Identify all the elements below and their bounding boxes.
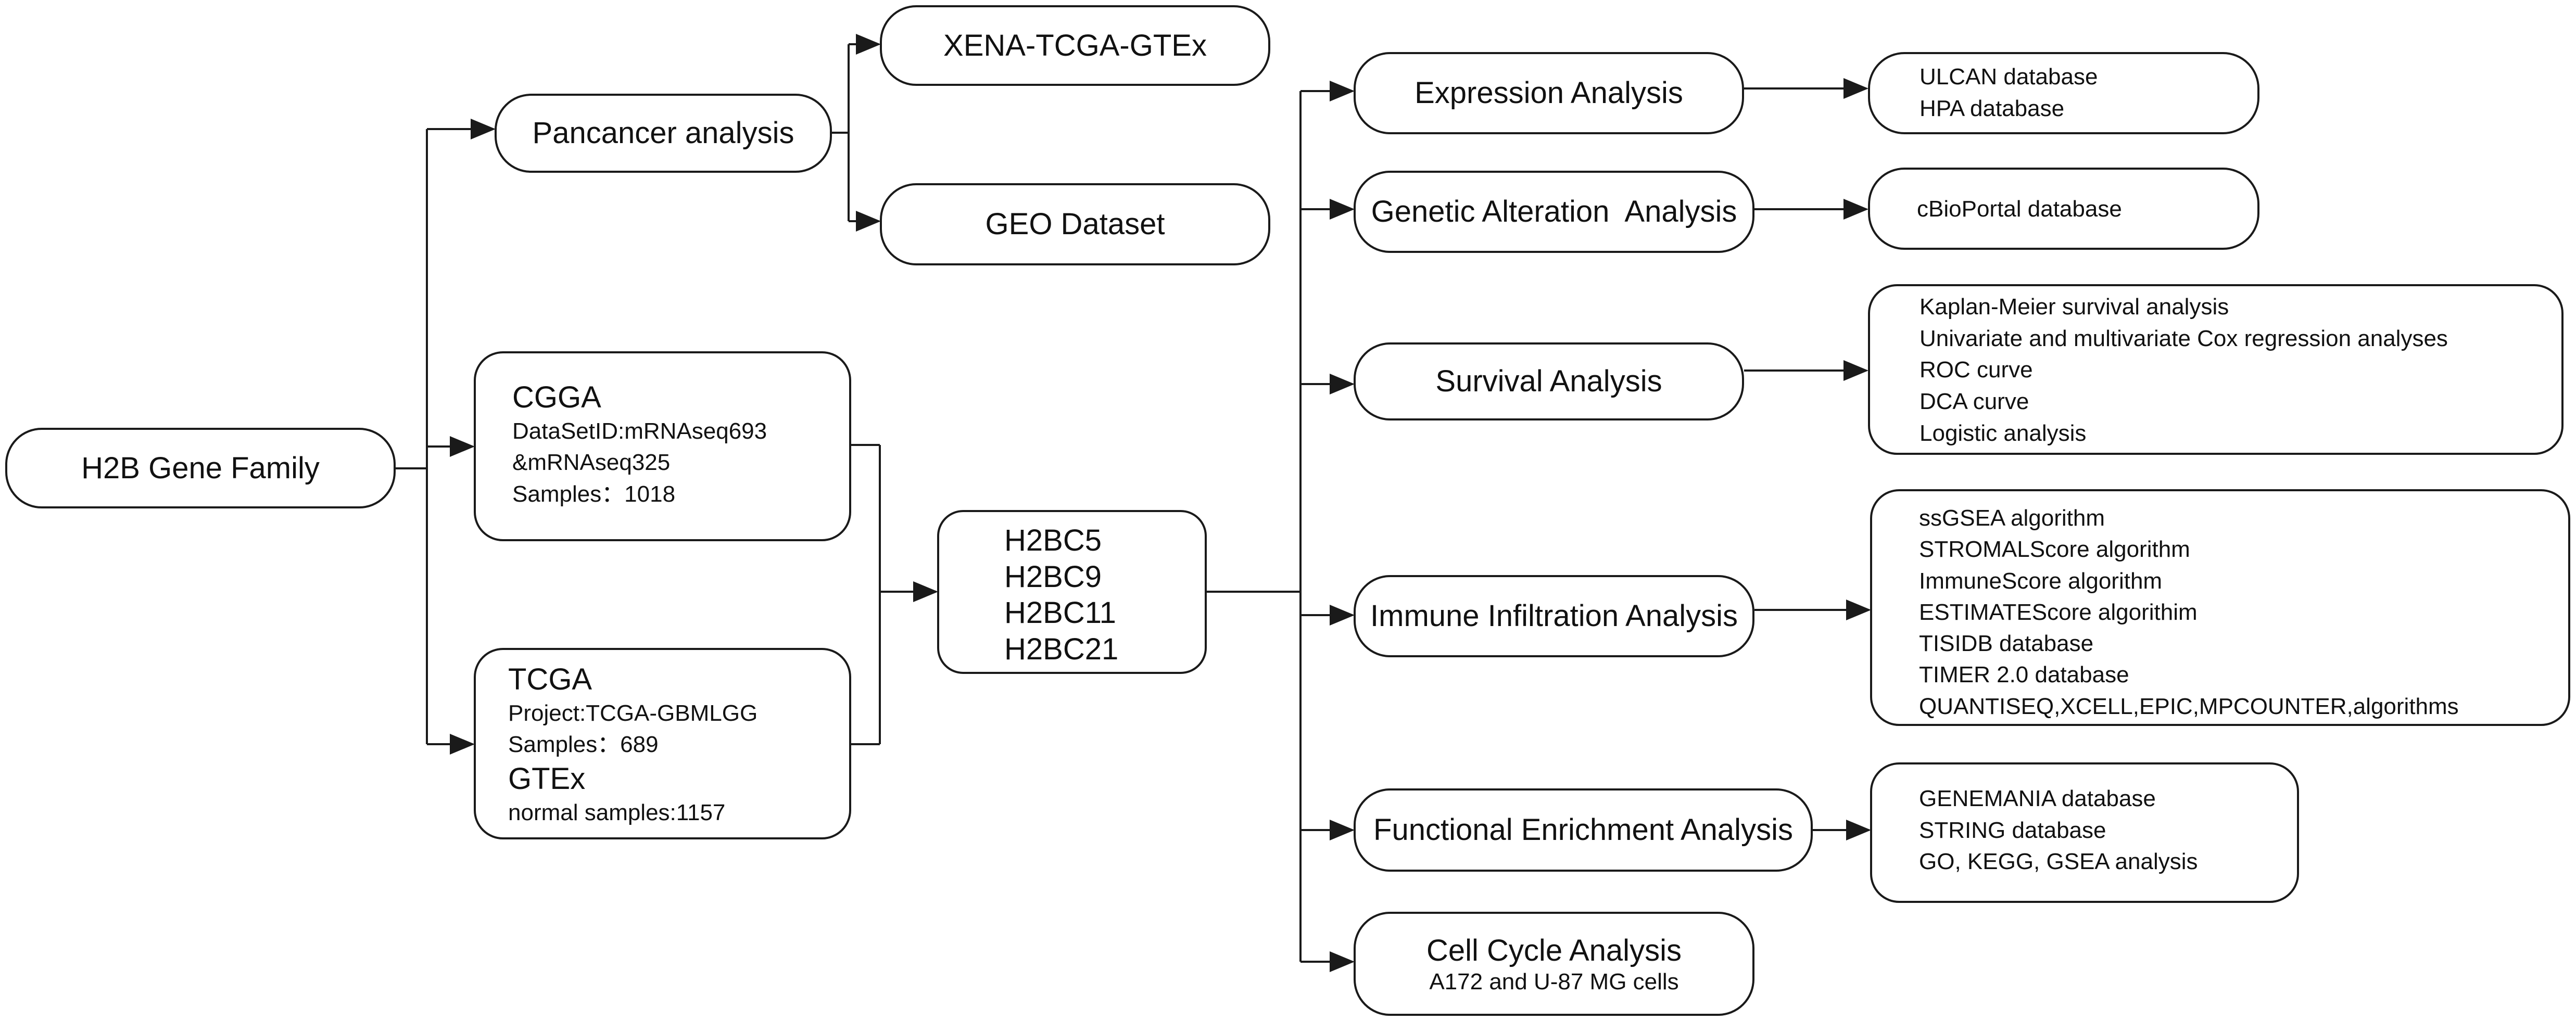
genes-node: H2BC5 H2BC9 H2BC11 H2BC21 bbox=[937, 510, 1207, 674]
detail-item: GENEMANIA database bbox=[1919, 786, 2156, 811]
root-node: H2B Gene Family bbox=[5, 428, 396, 508]
expression-node: Expression Analysis bbox=[1354, 52, 1744, 134]
geo-label: GEO Dataset bbox=[985, 207, 1165, 241]
cgga-title: CGGA bbox=[512, 380, 601, 414]
immune-detail: ssGSEA algorithm STROMALScore algorithm … bbox=[1870, 489, 2570, 726]
detail-item: HPA database bbox=[1920, 95, 2065, 121]
expression-label: Expression Analysis bbox=[1415, 76, 1683, 110]
tcga-node: TCGA Project:TCGA-GBMLGG Samples：689 GTE… bbox=[474, 648, 851, 839]
detail-item: STROMALScore algorithm bbox=[1919, 537, 2190, 563]
cellcycle-node: Cell Cycle Analysis A172 and U-87 MG cel… bbox=[1354, 912, 1754, 1016]
detail-item: Logistic analysis bbox=[1920, 420, 2087, 446]
survival-detail: Kaplan-Meier survival analysis Univariat… bbox=[1868, 284, 2564, 455]
genetic-detail: cBioPortal database bbox=[1868, 168, 2259, 250]
detail-item: cBioPortal database bbox=[1917, 196, 2122, 222]
gene-item: H2BC11 bbox=[1004, 596, 1116, 630]
gtex-title: GTEx bbox=[508, 762, 586, 796]
tcga-project-line: Project:TCGA-GBMLGG bbox=[508, 700, 758, 726]
functional-node: Functional Enrichment Analysis bbox=[1354, 788, 1813, 872]
detail-item: ROC curve bbox=[1920, 357, 2033, 383]
detail-item: GO, KEGG, GSEA analysis bbox=[1919, 849, 2198, 875]
tcga-samples-line: Samples：689 bbox=[508, 732, 659, 758]
detail-item: Kaplan-Meier survival analysis bbox=[1920, 294, 2229, 320]
expression-detail: ULCAN database HPA database bbox=[1868, 52, 2259, 134]
xena-label: XENA-TCGA-GTEx bbox=[943, 28, 1207, 62]
gtex-samples-line: normal samples:1157 bbox=[508, 799, 726, 825]
detail-item: QUANTISEQ,XCELL,EPIC,MPCOUNTER,algorithm… bbox=[1919, 693, 2459, 719]
detail-item: ULCAN database bbox=[1920, 64, 2098, 90]
detail-item: TIMER 2.0 database bbox=[1919, 662, 2129, 688]
genetic-label: Genetic Alteration Analysis bbox=[1371, 195, 1737, 229]
detail-item: TISIDB database bbox=[1919, 631, 2094, 657]
detail-item: ssGSEA algorithm bbox=[1919, 505, 2105, 531]
gene-item: H2BC9 bbox=[1004, 559, 1102, 594]
functional-detail: GENEMANIA database STRING database GO, K… bbox=[1870, 762, 2299, 903]
cellcycle-sub: A172 and U-87 MG cells bbox=[1429, 968, 1679, 994]
cellcycle-label: Cell Cycle Analysis bbox=[1426, 934, 1682, 968]
gene-item: H2BC21 bbox=[1004, 632, 1119, 666]
immune-node: Immune Infiltration Analysis bbox=[1354, 575, 1754, 657]
gene-item: H2BC5 bbox=[1004, 524, 1102, 557]
cgga-dataset-line: DataSetID:mRNAseq693 bbox=[512, 418, 767, 444]
tcga-title: TCGA bbox=[508, 662, 592, 696]
cgga-samples-line: Samples：1018 bbox=[512, 481, 676, 507]
geo-node: GEO Dataset bbox=[880, 183, 1270, 265]
detail-item: ImmuneScore algorithm bbox=[1919, 568, 2163, 594]
detail-item: DCA curve bbox=[1920, 389, 2029, 415]
survival-node: Survival Analysis bbox=[1354, 342, 1744, 420]
genetic-node: Genetic Alteration Analysis bbox=[1354, 171, 1754, 253]
pancancer-node: Pancancer analysis bbox=[495, 94, 832, 173]
cgga-node: CGGA DataSetID:mRNAseq693 &mRNAseq325 Sa… bbox=[474, 351, 851, 541]
detail-item: STRING database bbox=[1919, 817, 2106, 843]
pancancer-label: Pancancer analysis bbox=[532, 116, 794, 150]
root-label: H2B Gene Family bbox=[81, 451, 320, 485]
functional-label: Functional Enrichment Analysis bbox=[1373, 813, 1793, 847]
xena-node: XENA-TCGA-GTEx bbox=[880, 5, 1270, 86]
survival-label: Survival Analysis bbox=[1435, 364, 1662, 399]
detail-item: Univariate and multivariate Cox regressi… bbox=[1920, 325, 2448, 351]
detail-item: ESTIMATEScore algorithim bbox=[1919, 599, 2198, 625]
cgga-dataset-line-2: &mRNAseq325 bbox=[512, 450, 671, 476]
immune-label: Immune Infiltration Analysis bbox=[1370, 599, 1738, 633]
